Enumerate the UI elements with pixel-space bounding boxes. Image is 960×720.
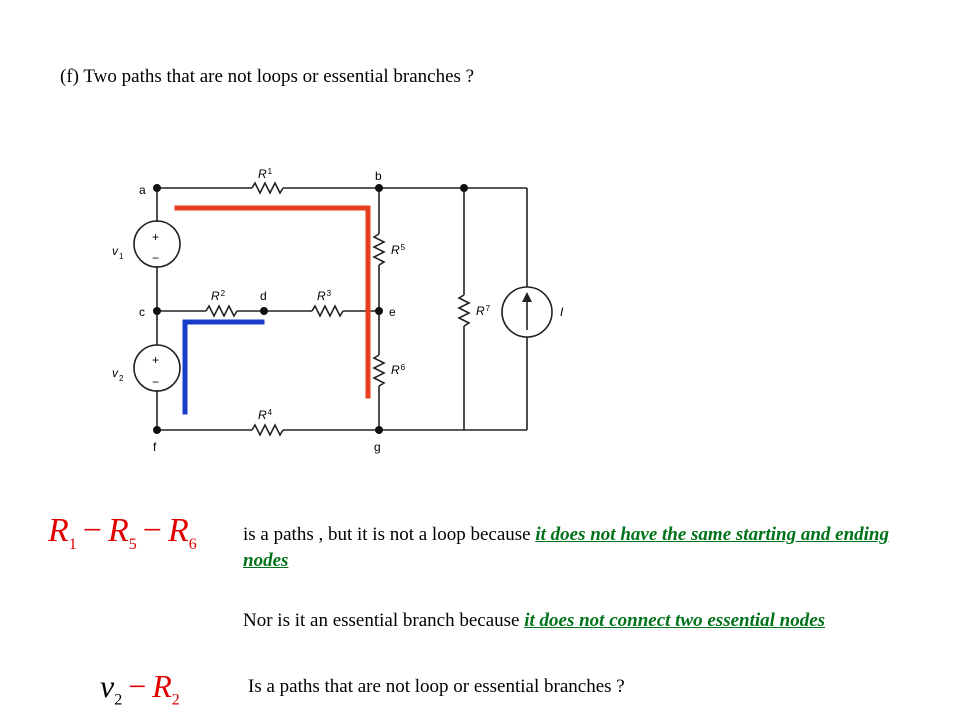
- node-d: [260, 307, 268, 315]
- resistor-r7: [457, 294, 471, 327]
- explanation-loop: is a paths , but it is not a loop becaus…: [243, 524, 889, 571]
- highlight-path-r1-r5-r6: [174, 205, 371, 399]
- expression-v2-r2: v2−R2: [100, 668, 180, 709]
- label-v2: v2: [112, 366, 124, 383]
- label-r6: R6: [391, 363, 406, 377]
- label-node-c: c: [139, 305, 145, 319]
- node-f: [153, 426, 161, 434]
- resistor-r4: [251, 423, 284, 437]
- label-node-b: b: [375, 169, 382, 183]
- v1-minus: −: [152, 251, 159, 265]
- node-a: [153, 184, 161, 192]
- v1-plus: +: [152, 230, 159, 244]
- arrow-up-icon: [522, 292, 532, 302]
- label-r2: R2: [211, 289, 226, 303]
- label-r4: R4: [258, 408, 273, 422]
- node-e: [375, 307, 383, 315]
- resistor-r1: [251, 181, 284, 195]
- current-source-i: [501, 286, 553, 338]
- label-v1: v1: [112, 244, 124, 261]
- label-node-e: e: [389, 305, 396, 319]
- label-node-a: a: [139, 183, 146, 197]
- resistor-r6: [372, 354, 386, 387]
- node-junction: [460, 184, 468, 192]
- question-v2-r2: Is a paths that are not loop or essentia…: [248, 676, 625, 697]
- voltage-source-v1: [133, 220, 181, 268]
- resistor-r5: [372, 233, 386, 266]
- v2-plus: +: [152, 353, 159, 367]
- highlight-path-v2-r2: [182, 319, 265, 415]
- explanation-branch: Nor is it an essential branch because it…: [243, 610, 826, 631]
- answer-branch: it does not connect two essential nodes: [524, 610, 826, 631]
- label-node-g: g: [374, 440, 381, 454]
- voltage-source-v2: [133, 344, 181, 392]
- label-r5: R5: [391, 243, 406, 257]
- expression-r1-r5-r6: R1−R5−R6: [48, 512, 197, 553]
- resistor-r3: [311, 304, 344, 318]
- node-g: [375, 426, 383, 434]
- label-node-f: f: [153, 440, 157, 454]
- v2-minus: −: [152, 375, 159, 389]
- label-r7: R7: [476, 304, 491, 318]
- resistor-r2: [205, 304, 238, 318]
- answer-loop: it does not have the same starting and e…: [243, 524, 889, 571]
- label-node-d: d: [260, 289, 267, 303]
- label-i: I: [560, 305, 564, 319]
- label-r3: R3: [317, 289, 332, 303]
- node-c: [153, 307, 161, 315]
- node-b: [375, 184, 383, 192]
- page-heading: (f) Two paths that are not loops or esse…: [60, 66, 475, 87]
- label-r1: R1: [258, 167, 273, 181]
